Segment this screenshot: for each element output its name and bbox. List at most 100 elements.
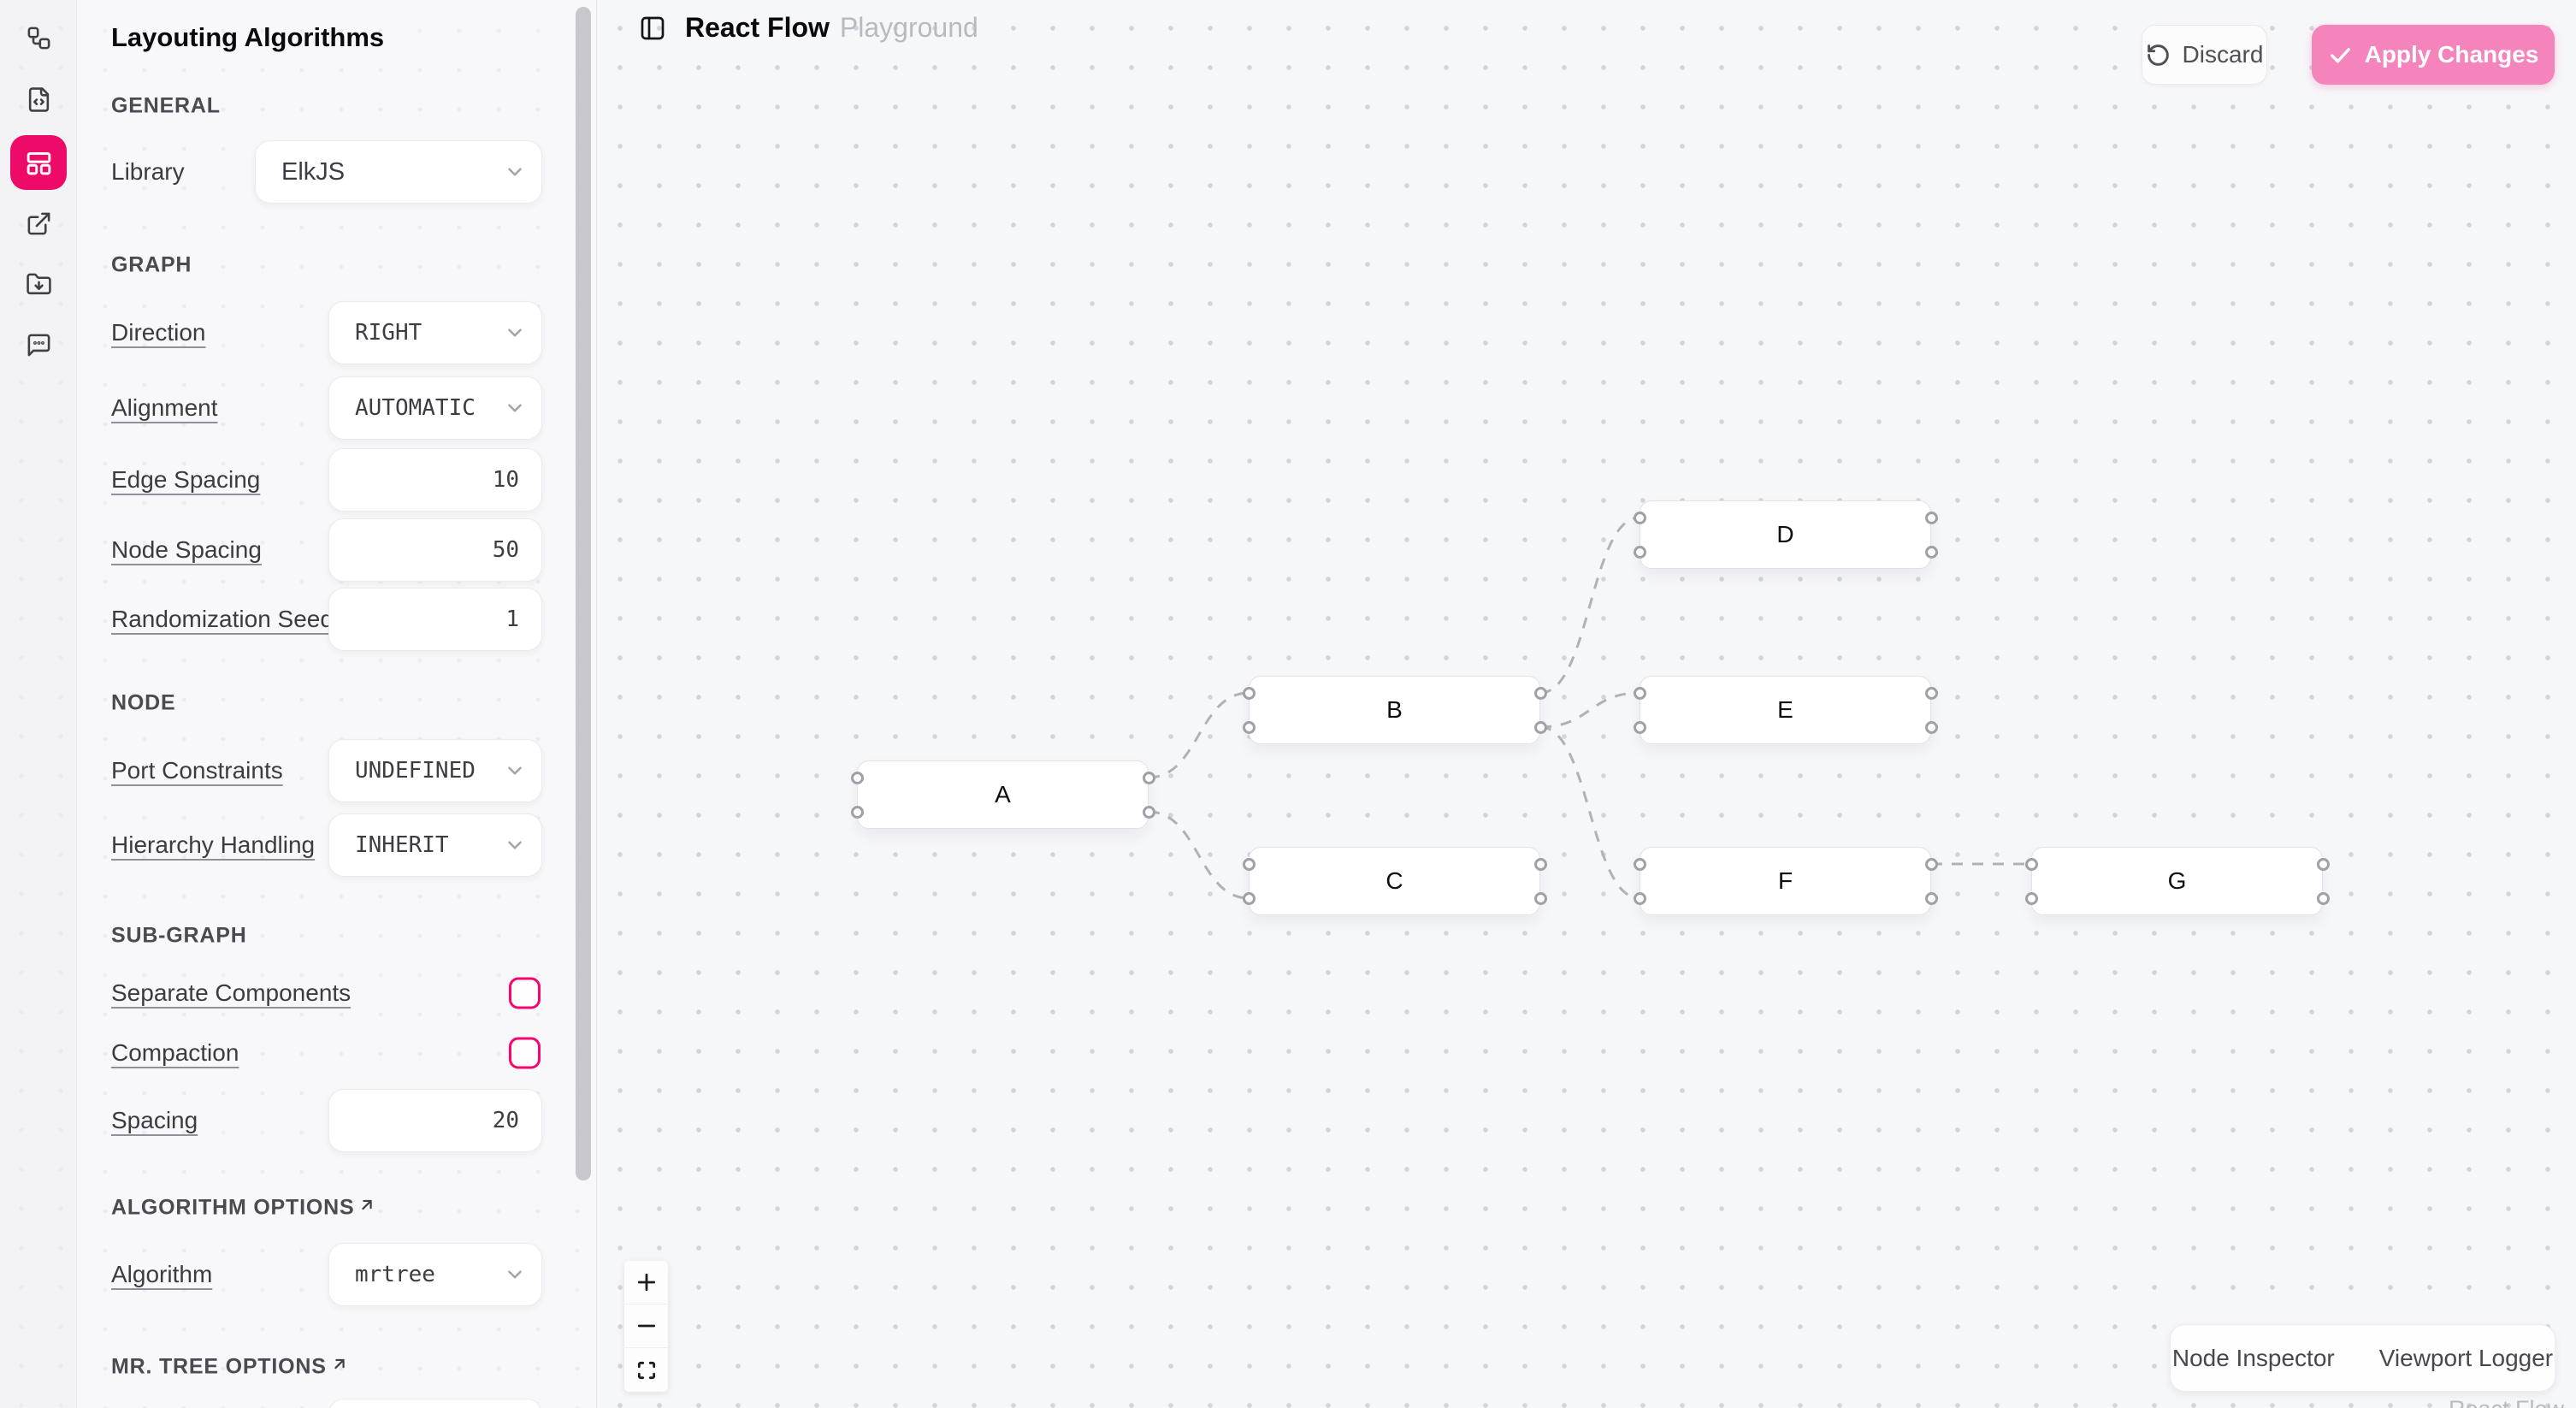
chevron-down-icon xyxy=(504,161,526,183)
flow-edge-b-f[interactable] xyxy=(1539,725,1640,900)
node-handle[interactable] xyxy=(2025,858,2038,871)
node-handle[interactable] xyxy=(2025,892,2038,905)
cutoff-select[interactable] xyxy=(328,1399,542,1408)
node-handle[interactable] xyxy=(1534,687,1547,700)
separate-components-label[interactable]: Separate Components xyxy=(111,979,352,1006)
section-header-node: NODE xyxy=(111,691,175,716)
port-constraints-select[interactable]: UNDEFINED xyxy=(328,739,542,802)
node-handle[interactable] xyxy=(1243,687,1256,700)
direction-select[interactable]: RIGHT xyxy=(328,301,542,364)
compaction-checkbox[interactable] xyxy=(509,1037,541,1069)
node-handle[interactable] xyxy=(1634,892,1646,905)
spacing-label[interactable]: Spacing xyxy=(111,1107,198,1133)
node-handle[interactable] xyxy=(851,772,864,784)
section-header-general: GENERAL xyxy=(111,94,221,119)
rotate-ccw-icon xyxy=(2146,43,2171,68)
node-handle[interactable] xyxy=(851,806,864,819)
node-handle[interactable] xyxy=(1243,858,1256,871)
chevron-down-icon xyxy=(504,760,526,782)
edge-spacing-label[interactable]: Edge Spacing xyxy=(111,466,261,493)
fit-view-button[interactable] xyxy=(624,1348,668,1392)
node-spacing-input[interactable]: 50 xyxy=(328,518,542,582)
node-handle[interactable] xyxy=(1925,512,1938,524)
node-handle[interactable] xyxy=(2317,892,2330,905)
direction-label[interactable]: Direction xyxy=(111,319,206,346)
port-constraints-label[interactable]: Port Constraints xyxy=(111,757,283,784)
node-handle[interactable] xyxy=(1143,806,1155,819)
section-header-sub-graph: SUB-GRAPH xyxy=(111,924,247,949)
library-value: ElkJS xyxy=(281,157,346,186)
separate-components-checkbox[interactable] xyxy=(509,977,541,1009)
section-header-algorithm-options[interactable]: ALGORITHM OPTIONS xyxy=(111,1196,376,1221)
viewport-logger-toggle[interactable]: Viewport Logger xyxy=(2378,1344,2554,1371)
alignment-select[interactable]: AUTOMATIC xyxy=(328,376,542,440)
folder-download-icon[interactable] xyxy=(20,265,57,303)
direction-value: RIGHT xyxy=(355,320,422,346)
node-handle[interactable] xyxy=(1925,892,1938,905)
panel-toggle-icon[interactable] xyxy=(639,15,666,42)
node-handle[interactable] xyxy=(1534,721,1547,734)
node-handle[interactable] xyxy=(1634,687,1646,700)
hierarchy-handling-label[interactable]: Hierarchy Handling xyxy=(111,831,316,858)
algorithm-select[interactable]: mrtree xyxy=(328,1243,542,1306)
node-handle[interactable] xyxy=(1243,892,1256,905)
randomization-seed-label[interactable]: Randomization Seed xyxy=(111,606,334,632)
external-link-icon[interactable] xyxy=(20,204,57,242)
flow-node-a[interactable]: A xyxy=(851,760,1155,829)
sidebar-title: Layouting Algorithms xyxy=(111,22,385,52)
algorithm-label[interactable]: Algorithm xyxy=(111,1261,213,1287)
flow-edge-a-b[interactable] xyxy=(1148,691,1250,779)
arrow-up-right-icon xyxy=(357,1196,376,1221)
node-handle[interactable] xyxy=(1634,512,1646,524)
node-handle[interactable] xyxy=(1243,721,1256,734)
file-code-icon[interactable] xyxy=(20,80,57,118)
node-handle[interactable] xyxy=(1925,546,1938,559)
edge-spacing-input[interactable]: 10 xyxy=(328,448,542,512)
node-handle[interactable] xyxy=(1634,721,1646,734)
node-label: B xyxy=(1386,696,1403,723)
flow-node-b[interactable]: B xyxy=(1243,676,1547,744)
apply-changes-button[interactable]: Apply Changes xyxy=(2312,25,2555,85)
alignment-label[interactable]: Alignment xyxy=(111,394,218,421)
randomization-seed-input[interactable]: 1 xyxy=(328,588,542,651)
node-handle[interactable] xyxy=(1143,772,1155,784)
message-dots-icon[interactable] xyxy=(20,326,57,364)
node-label: A xyxy=(995,781,1011,808)
page-subtitle: Playground xyxy=(839,12,978,43)
zoom-controls xyxy=(624,1261,668,1392)
flow-node-c[interactable]: C xyxy=(1243,847,1547,915)
flow-canvas[interactable]: React Flow Playground Discard Apply Chan… xyxy=(597,0,2576,1408)
flow-node-f[interactable]: F xyxy=(1634,847,1938,915)
flow-node-e[interactable]: E xyxy=(1634,676,1938,744)
flow-node-d[interactable]: D xyxy=(1634,500,1938,569)
section-header-mr-tree-options[interactable]: MR. TREE OPTIONS xyxy=(111,1355,349,1380)
sidebar-scrollbar-thumb[interactable] xyxy=(576,7,591,1180)
zoom-in-button[interactable] xyxy=(624,1261,668,1304)
node-handle[interactable] xyxy=(1925,687,1938,700)
node-handle[interactable] xyxy=(1534,892,1547,905)
react-flow-attribution[interactable]: React Flow xyxy=(2449,1396,2564,1408)
section-header-label: ALGORITHM OPTIONS xyxy=(111,1195,355,1220)
zoom-out-button[interactable] xyxy=(624,1304,668,1348)
node-handle[interactable] xyxy=(2317,858,2330,871)
node-handle[interactable] xyxy=(1925,858,1938,871)
workflow-icon[interactable] xyxy=(20,19,57,56)
compaction-label[interactable]: Compaction xyxy=(111,1039,239,1066)
node-handle[interactable] xyxy=(1634,546,1646,559)
flow-edge-a-c[interactable] xyxy=(1148,810,1250,900)
node-handle[interactable] xyxy=(1925,721,1938,734)
node-handle[interactable] xyxy=(1634,858,1646,871)
node-inspector-toggle[interactable]: Node Inspector xyxy=(2171,1344,2335,1371)
flow-edge-b-d[interactable] xyxy=(1539,516,1640,695)
spacing-input[interactable]: 20 xyxy=(328,1089,542,1152)
flow-edge-b-e[interactable] xyxy=(1539,691,1640,729)
node-spacing-label[interactable]: Node Spacing xyxy=(111,536,262,563)
devtools-panel: Node Inspector Viewport Logger xyxy=(2170,1324,2555,1392)
algorithm-value: mrtree xyxy=(355,1262,435,1287)
library-select[interactable]: ElkJS xyxy=(255,140,542,204)
discard-button[interactable]: Discard xyxy=(2142,25,2267,85)
hierarchy-handling-select[interactable]: INHERIT xyxy=(328,813,542,877)
layout-panel-icon-active[interactable] xyxy=(10,135,67,190)
node-handle[interactable] xyxy=(1534,858,1547,871)
flow-node-g[interactable]: G xyxy=(2025,847,2330,915)
